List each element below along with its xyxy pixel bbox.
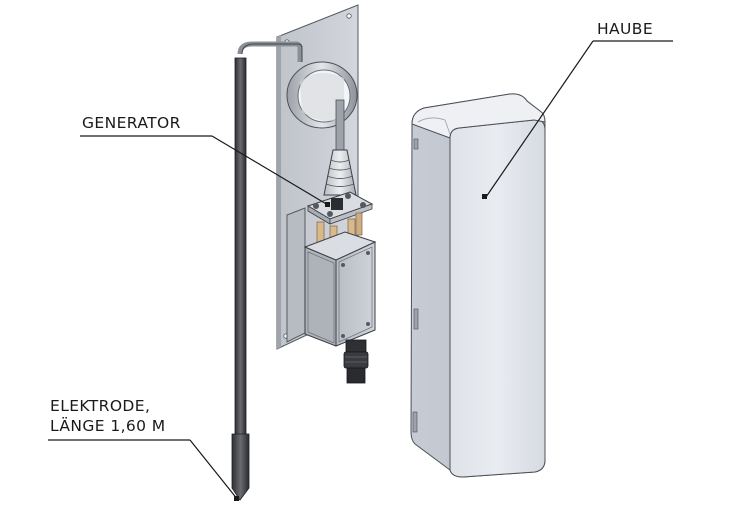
label-elektrode: ELEKTRODE, LÄNGE 1,60 M xyxy=(50,396,166,436)
generator-box xyxy=(303,231,377,347)
pointer-generator xyxy=(325,202,330,207)
electrode-rod xyxy=(231,41,303,501)
leader-haube xyxy=(485,40,673,198)
leader-elektrode xyxy=(48,439,239,501)
label-elektrode-line1: ELEKTRODE, xyxy=(50,397,151,415)
cable-gland xyxy=(343,339,369,384)
rubber-boot xyxy=(323,149,357,196)
pipe-ring xyxy=(286,61,358,129)
generator-head xyxy=(306,191,374,225)
label-elektrode-line2: LÄNGE 1,60 M xyxy=(50,417,166,435)
pointer-elektrode xyxy=(234,496,239,501)
pointer-haube xyxy=(482,194,487,199)
protective-cover xyxy=(410,93,546,478)
mounting-bracket xyxy=(286,207,306,343)
label-generator: GENERATOR xyxy=(82,114,181,132)
leader-generator xyxy=(80,135,329,206)
label-haube: HAUBE xyxy=(597,20,654,38)
